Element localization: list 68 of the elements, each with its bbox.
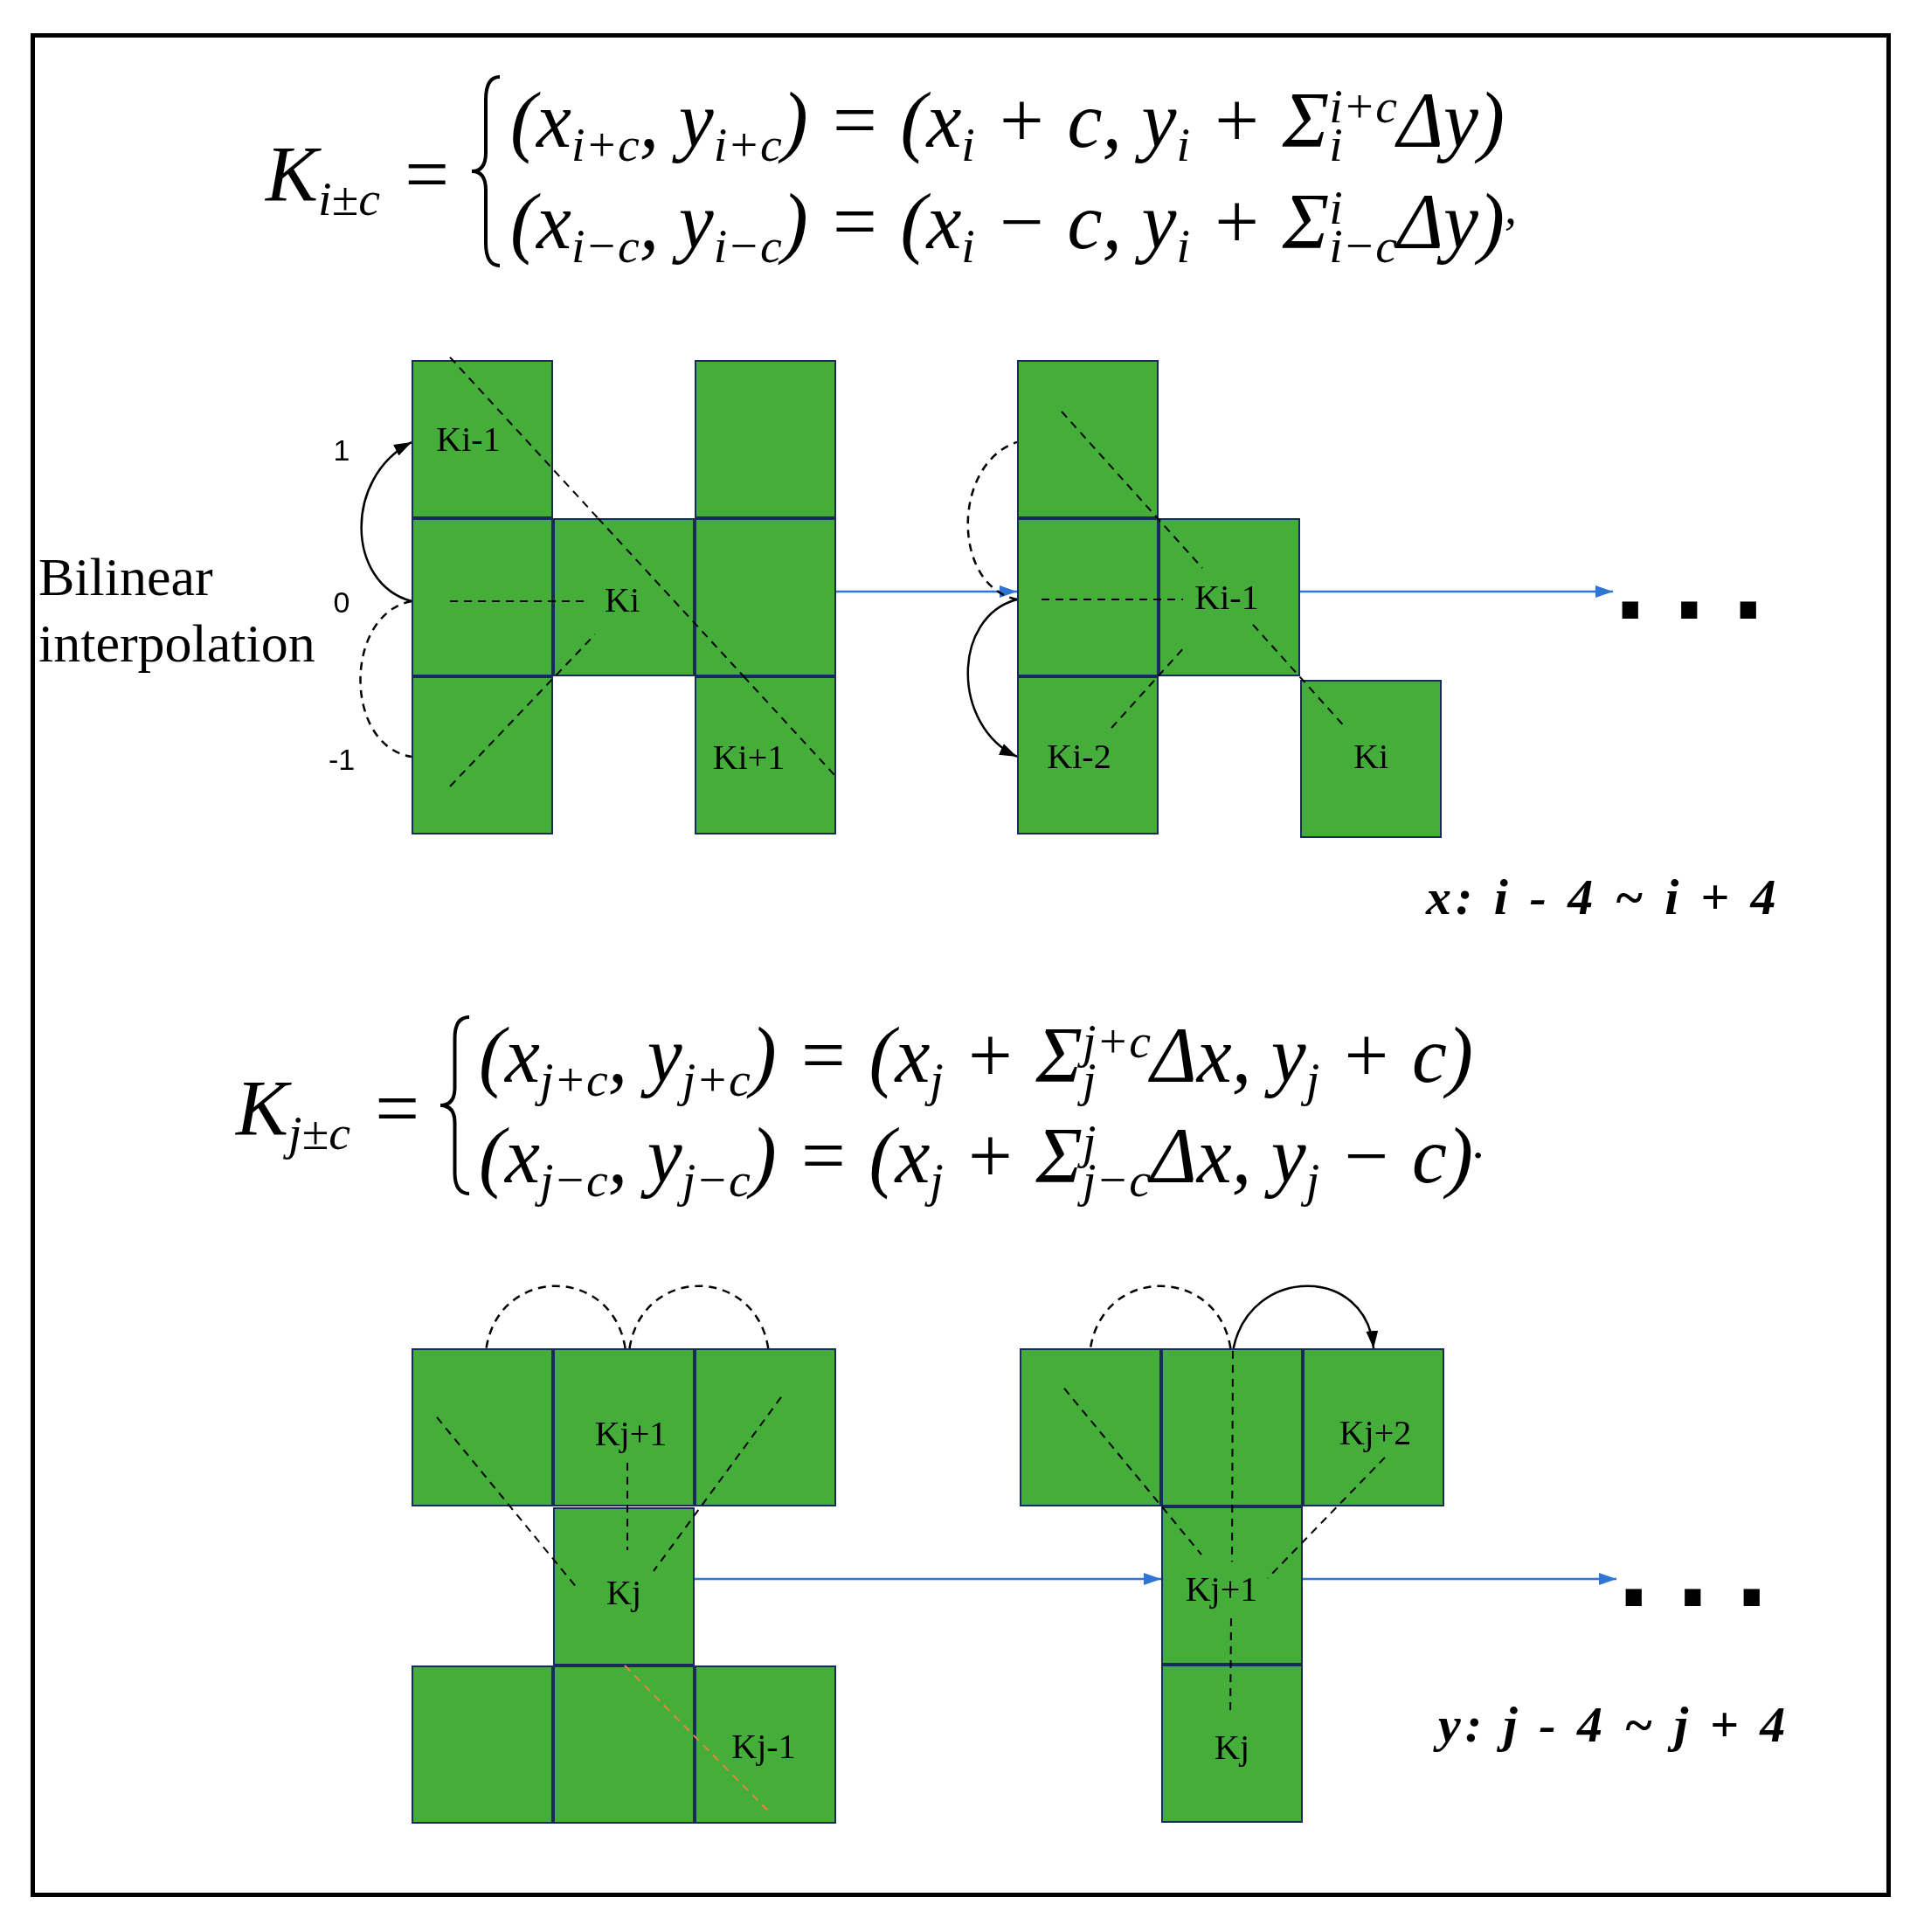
dashed-line	[597, 517, 745, 677]
arrow	[836, 585, 1017, 598]
grid-cell	[1020, 1348, 1161, 1506]
ellipsis: ...	[1616, 1575, 1769, 1608]
grid-cell	[553, 1507, 695, 1665]
arc-line	[485, 1285, 626, 1349]
grid-cell	[1161, 1665, 1303, 1823]
grid-cell	[1161, 1506, 1303, 1665]
cell-label: Ki	[605, 581, 640, 619]
dashed-line	[1041, 599, 1185, 601]
axis-number: 1	[333, 433, 350, 467]
cell-label: Kj-1	[731, 1728, 796, 1765]
grid-cell	[695, 1665, 836, 1824]
grid-cell	[412, 360, 553, 518]
grid-cell	[1300, 680, 1442, 838]
curved-arrow	[1232, 1285, 1376, 1349]
grid-cell	[412, 1665, 553, 1824]
dashed-line	[1252, 624, 1345, 726]
grid-cell	[412, 518, 553, 676]
arc-line	[1089, 1285, 1232, 1349]
range-label: y: j - 4 ~ j + 4	[1429, 1691, 1797, 1757]
dashed-line	[1231, 1350, 1234, 1563]
grid-cell	[1159, 518, 1300, 676]
grid-cell	[695, 360, 836, 518]
formula-text: K$_{i±c}$ =	[264, 130, 454, 222]
formula-text: (x$_{i+c}$, y$_{i+c}$) = (x$_{i}$ + c, y$_{i}$ + Σ$_{i}$$^{i+c}$Δy)	[509, 76, 1505, 168]
ellipsis: ...	[1613, 587, 1766, 620]
arrow	[695, 1573, 1161, 1585]
cell-label: Kj	[1215, 1728, 1249, 1766]
axis-number: -1	[329, 743, 356, 776]
arc-line	[359, 599, 412, 758]
grid-cell	[1017, 518, 1159, 676]
grid-cell	[695, 518, 836, 676]
dashed-line	[743, 675, 837, 778]
cell-label: Kj+1	[1185, 1570, 1258, 1608]
curved-arrow	[360, 441, 412, 603]
cell-label: Kj	[606, 1574, 641, 1611]
range-label: x: i - 4 ~ i + 4	[1424, 867, 1782, 927]
grid-cell	[1017, 360, 1159, 518]
grid-cell	[1161, 1348, 1303, 1506]
cell-label: Ki-2	[1047, 737, 1111, 775]
grid-cell	[553, 1665, 695, 1824]
dashed-line	[626, 1462, 629, 1552]
grid-cell	[695, 1348, 836, 1506]
grid-cell	[412, 676, 553, 834]
grid-cell	[1303, 1348, 1444, 1506]
cell-label: Ki-1	[1194, 578, 1259, 616]
cell-label: Ki	[1353, 737, 1388, 775]
dashed-line	[449, 356, 599, 519]
arc-line	[966, 440, 1018, 601]
arc-line	[628, 1285, 770, 1349]
arrow	[1303, 1573, 1616, 1585]
cell-label: Ki-1	[436, 420, 501, 458]
annotation-text: Bilinear interpolation	[38, 546, 315, 675]
grid-cell	[695, 676, 836, 834]
axis-number: 0	[333, 585, 350, 619]
grid-cell	[1017, 676, 1159, 834]
formula-text: (x$_{i−c}$, y$_{i−c}$) = (x$_{i}$ − c, y$_{i}$ + Σ$_{i−c}$$^{i}$Δy)$^{,}$	[509, 177, 1518, 269]
grid-cell	[553, 1348, 695, 1506]
arrow	[1300, 585, 1613, 598]
cell-label: Kj+1	[594, 1415, 668, 1452]
curved-arrow	[966, 598, 1018, 758]
dashed-line	[1267, 1456, 1386, 1579]
grid-cell	[412, 1348, 553, 1506]
grid-cell	[553, 518, 695, 676]
cell-label: Kj+2	[1339, 1414, 1412, 1451]
dashed-line	[623, 1665, 768, 1811]
cell-label: Ki+1	[712, 738, 785, 776]
